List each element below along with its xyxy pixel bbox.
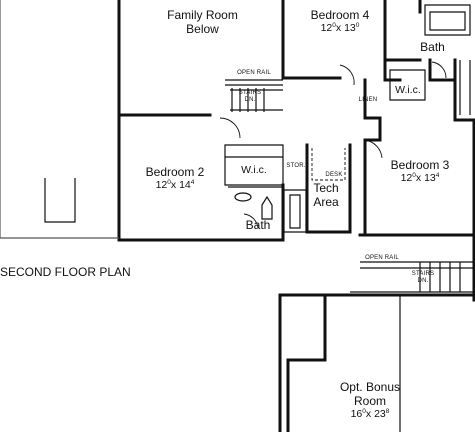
desk-label: DESK <box>325 172 343 178</box>
bedroom2-dimensions: 120x 144 <box>155 179 195 192</box>
upper-bath-walls <box>383 0 475 122</box>
door-swing-upper-wic <box>431 61 447 79</box>
tech-desk-dashed <box>311 148 346 181</box>
family-room-label: Family Room Below <box>160 8 245 36</box>
plan-title: SECOND FLOOR PLAN <box>0 265 131 279</box>
door-swing-bath <box>243 213 259 229</box>
exterior-deck-left <box>0 0 119 239</box>
door-swing-bedroom3 <box>364 139 383 159</box>
wic-left-label: W.i.c. <box>241 164 267 176</box>
bedroom3-label: Bedroom 3 120x 134 <box>380 158 460 185</box>
open-rail-upper-label: OPEN RAIL <box>237 70 271 76</box>
stairs-upper <box>231 88 265 112</box>
stairs-dn-upper-label: STAIRS DN. <box>238 90 262 104</box>
bedroom3-dimensions: 120x 134 <box>400 172 440 185</box>
door-swing-bedroom2 <box>219 117 241 139</box>
bath-fixtures <box>228 186 307 233</box>
bedroom4-dimensions: 120x 130 <box>320 22 360 35</box>
tub-upper <box>424 4 471 36</box>
family-room-name: Family Room <box>167 8 238 22</box>
hall-right-wall <box>363 78 382 235</box>
tech-area-wall <box>305 143 352 234</box>
stairs-dn-lower-label: STAIRS DN. <box>411 271 435 285</box>
family-room-sub: Below <box>186 22 219 37</box>
shower-upper <box>459 60 471 115</box>
bonus-room-name: Opt. Bonus <box>339 380 401 394</box>
door-swing-tech <box>339 64 355 86</box>
bedroom3-name: Bedroom 3 <box>390 158 450 172</box>
wic-upper-label: W.i.c. <box>395 84 421 96</box>
stair-rails <box>225 79 283 111</box>
bath-upper-label: Bath <box>420 40 445 54</box>
bonus-room-label: Opt. Bonus Room 160x 238 <box>325 380 415 421</box>
bedroom4-name: Bedroom 4 <box>310 8 370 22</box>
bedroom2-name: Bedroom 2 <box>145 165 205 179</box>
open-rail-lower-label: OPEN RAIL <box>365 255 399 261</box>
bath-lower-label: Bath <box>245 218 271 232</box>
bedroom4-label: Bedroom 4 120x 130 <box>300 8 380 35</box>
wic-upper <box>389 69 426 101</box>
bedroom2-closet <box>224 144 284 186</box>
bonus-room-dimensions: 160x 238 <box>350 408 390 421</box>
linen-label: LINEN <box>358 97 378 103</box>
exterior-wall-left <box>117 0 285 242</box>
stairs-lower <box>419 262 461 292</box>
railing-lower <box>350 261 475 293</box>
sink-lower <box>234 192 252 202</box>
bedroom2-label: Bedroom 2 120x 144 <box>135 165 215 192</box>
stor-label: STOR. <box>286 163 306 169</box>
tech-area-label: Tech Area <box>313 181 339 210</box>
bonus-room-dashed <box>324 295 401 432</box>
garage-door-left <box>44 178 76 223</box>
toilet-lower <box>261 195 273 220</box>
